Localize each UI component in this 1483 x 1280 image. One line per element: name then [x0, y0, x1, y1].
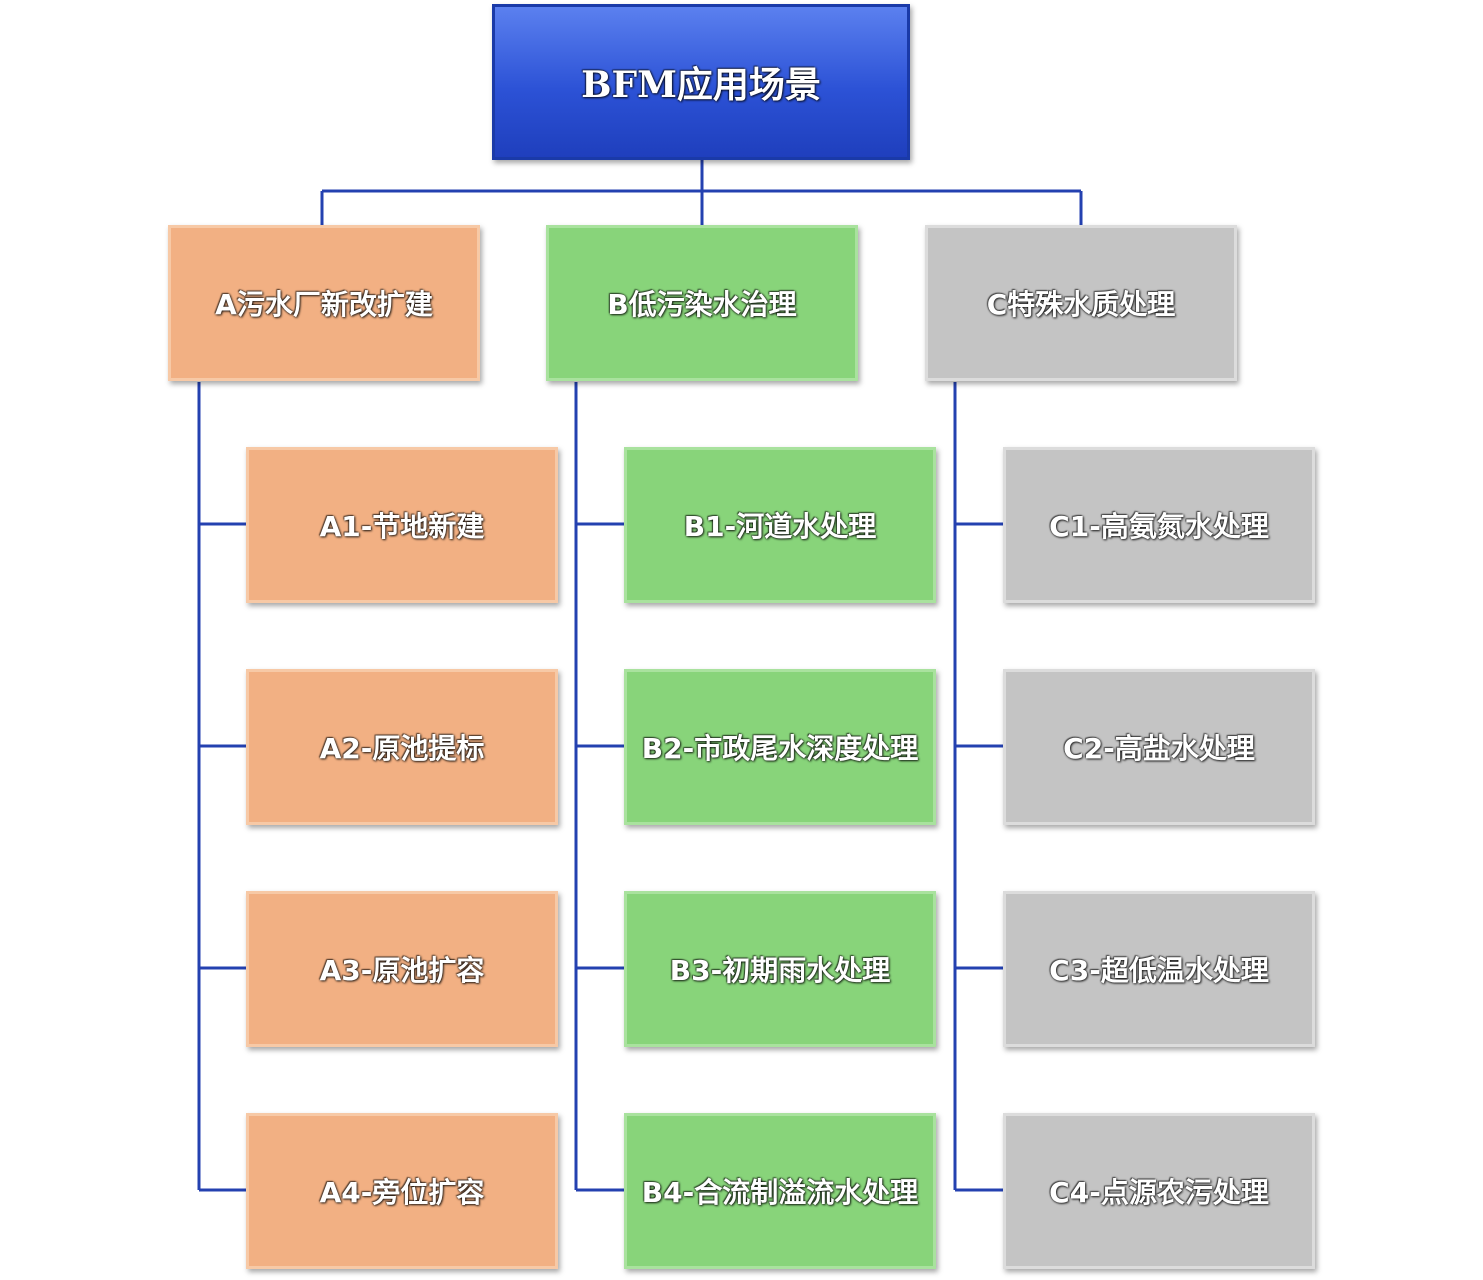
- leaf-c4-node: C4-点源农污处理: [1003, 1113, 1315, 1269]
- leaf-a1-node: A1-节地新建: [246, 447, 558, 603]
- category-c-label: C特殊水质处理: [986, 288, 1176, 321]
- root-label: BFM应用场景: [581, 64, 821, 106]
- leaf-c2-label: C2-高盐水处理: [1063, 732, 1255, 765]
- leaf-c3-label: C3-超低温水处理: [1049, 954, 1269, 987]
- leaf-b3-label: B3-初期雨水处理: [669, 954, 891, 987]
- leaf-c1-label: C1-高氨氮水处理: [1049, 510, 1269, 543]
- leaf-c1-node: C1-高氨氮水处理: [1003, 447, 1315, 603]
- leaf-a1-label: A1-节地新建: [319, 510, 485, 543]
- leaf-a4-label: A4-旁位扩容: [319, 1176, 485, 1209]
- category-c-node: C特殊水质处理: [925, 225, 1237, 381]
- leaf-b1-node: B1-河道水处理: [624, 447, 936, 603]
- category-a-label: A污水厂新改扩建: [215, 288, 433, 321]
- category-b-node: B低污染水治理: [546, 225, 858, 381]
- leaf-c3-node: C3-超低温水处理: [1003, 891, 1315, 1047]
- leaf-c4-label: C4-点源农污处理: [1049, 1176, 1269, 1209]
- leaf-c2-node: C2-高盐水处理: [1003, 669, 1315, 825]
- leaf-b4-label: B4-合流制溢流水处理: [641, 1176, 919, 1209]
- leaf-a4-node: A4-旁位扩容: [246, 1113, 558, 1269]
- leaf-a3-label: A3-原池扩容: [319, 954, 485, 987]
- leaf-b2-node: B2-市政尾水深度处理: [624, 669, 936, 825]
- leaf-a2-node: A2-原池提标: [246, 669, 558, 825]
- category-a-node: A污水厂新改扩建: [168, 225, 480, 381]
- leaf-a2-label: A2-原池提标: [319, 732, 485, 765]
- leaf-b3-node: B3-初期雨水处理: [624, 891, 936, 1047]
- root-node: BFM应用场景: [492, 4, 910, 160]
- leaf-b2-label: B2-市政尾水深度处理: [641, 732, 919, 765]
- leaf-a3-node: A3-原池扩容: [246, 891, 558, 1047]
- leaf-b4-node: B4-合流制溢流水处理: [624, 1113, 936, 1269]
- category-b-label: B低污染水治理: [607, 288, 797, 321]
- leaf-b1-label: B1-河道水处理: [683, 510, 877, 543]
